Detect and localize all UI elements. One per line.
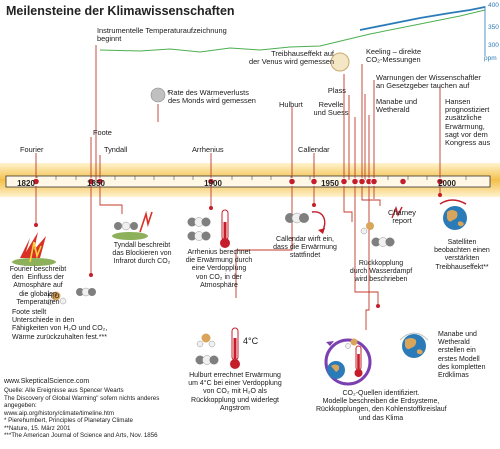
- footer-line-1: The Discovery of Global Warming" sofern …: [4, 394, 160, 402]
- label-manabe-top: Manabe und Wetherald: [376, 97, 418, 115]
- co2-axis-tick-350: 350: [488, 24, 499, 31]
- venus-illustration: [330, 52, 350, 72]
- tick-1820: 1820: [17, 179, 35, 188]
- desc-foote: Foote stellt Unterschiede in den Fähigke…: [12, 309, 108, 341]
- footer-line-4: * Pierehumbert, Principles of Planetary …: [4, 417, 133, 424]
- label-tyndall: Tyndall: [104, 145, 128, 154]
- co2-axis-tick-300: 300: [488, 42, 499, 49]
- leader-lines-top: [35, 45, 441, 180]
- footer-line-6: ***The American Journal of Science and A…: [4, 432, 158, 439]
- label-venus: Treibhauseffekt auf der Venus wird gemes…: [248, 49, 334, 67]
- marker-charney: [399, 177, 407, 186]
- co2-cycle-illustration: [324, 338, 372, 386]
- leader-lines-bottom: [35, 186, 441, 330]
- label-foote: Foote: [93, 128, 112, 137]
- feedback-illustration: [360, 205, 403, 247]
- co2-axis-tick-400: 400: [488, 2, 499, 9]
- hulburt-illustration: [195, 327, 240, 369]
- label-temperature-record: Instrumentelle Temperaturaufzeichnung be…: [97, 26, 227, 44]
- label-plass: Plass: [327, 86, 346, 95]
- marker-tyndall: [96, 177, 104, 186]
- marker-arrhenius: [207, 177, 215, 186]
- desc-feedback: Rückkopplung durch Wasserdampf wird besc…: [349, 260, 413, 284]
- leader-end-dots: [34, 193, 442, 308]
- label-four-c: 4°C: [243, 336, 259, 346]
- label-revelle-suess: Revelle und Suess: [313, 100, 349, 118]
- temperature-curve: [99, 9, 486, 53]
- timeline-bar: [5, 175, 491, 188]
- footer-site: www.SkepticalScience.com: [4, 378, 90, 385]
- label-callendar: Callendar: [298, 145, 330, 154]
- label-hansen: Hansen prognostiziert zusätzliche Erwärm…: [445, 97, 491, 148]
- label-arrhenius: Arrhenius: [192, 145, 224, 154]
- desc-arrhenius: Arrhenius berechnet die Erwärmung durch …: [185, 249, 253, 289]
- marker-keeling: [358, 177, 366, 186]
- marker-fourier: [32, 177, 40, 186]
- footer-line-3: www.aip.org/history/climate/timeline.htm: [4, 409, 115, 417]
- label-fourier: Fourier: [20, 145, 44, 154]
- label-moon: Rate des Wärmeverlusts des Monds wird ge…: [168, 88, 256, 106]
- event-markers: [32, 177, 444, 186]
- manabe-illustration: [399, 332, 429, 358]
- desc-callendar: Callendar wirft ein, dass die Erwärmung …: [273, 236, 337, 260]
- tyndall-illustration: [112, 210, 153, 240]
- arrhenius-illustration: [187, 209, 230, 248]
- desc-fourier: Fourier beschreibt den Einfluss der Atmo…: [9, 266, 67, 306]
- marker-callendar: [310, 177, 318, 186]
- desc-hulburt: Hulburt errechnet Erwärmung um 4°C bei e…: [188, 372, 282, 412]
- label-hulburt: Hulburt: [279, 100, 303, 109]
- tick-1900: 1900: [204, 179, 222, 188]
- tick-2000: 2000: [438, 179, 456, 188]
- tick-1950: 1950: [321, 179, 339, 188]
- marker-hansen: [436, 177, 444, 186]
- moon-illustration: [150, 87, 166, 103]
- timeline-minor-ticks: [36, 176, 467, 180]
- marker-plass: [340, 177, 348, 186]
- marker-warnings: [370, 177, 378, 186]
- co2-curve: [359, 6, 486, 31]
- footer-line-2: angegeben:: [4, 402, 37, 409]
- desc-co2-sources: CO₂-Quellen identifiziert. Modelle besch…: [316, 390, 447, 422]
- page-title: Meilensteine der Klimawissenschaften: [6, 4, 235, 18]
- co2-axis-unit: ppm: [484, 55, 497, 62]
- label-h2o: H₂O: [48, 294, 60, 300]
- marker-revelle: [351, 177, 359, 186]
- tick-1850: 1850: [87, 179, 105, 188]
- label-warnings: Warnungen der Wissenschaftler an Gesetzg…: [376, 73, 481, 91]
- desc-satellites: Satelliten beobachten einen verstärkten …: [434, 239, 490, 271]
- label-charney-report: Charney report: [388, 208, 416, 226]
- desc-manabe: Manabe und Wetherald erstellen ein erste…: [438, 331, 486, 380]
- label-moon-star: *: [167, 88, 170, 97]
- footer-line-0: Quelle: Alle Ereignisse aus Spencer Wear…: [4, 387, 124, 394]
- fourier-illustration: [12, 232, 56, 266]
- satellite-illustration: [439, 199, 467, 230]
- callendar-illustration: [285, 211, 326, 234]
- footer-line-5: **Nature, 15. März 2001: [4, 424, 71, 432]
- desc-tyndall: Tyndall beschreibt das Blockieren von In…: [112, 242, 172, 266]
- label-keeling: Keeling – direkte CO₂-Messungen: [366, 47, 422, 65]
- h2o-molecule-left: [46, 287, 96, 306]
- marker-foote: [87, 177, 95, 186]
- marker-hulburt: [288, 177, 296, 186]
